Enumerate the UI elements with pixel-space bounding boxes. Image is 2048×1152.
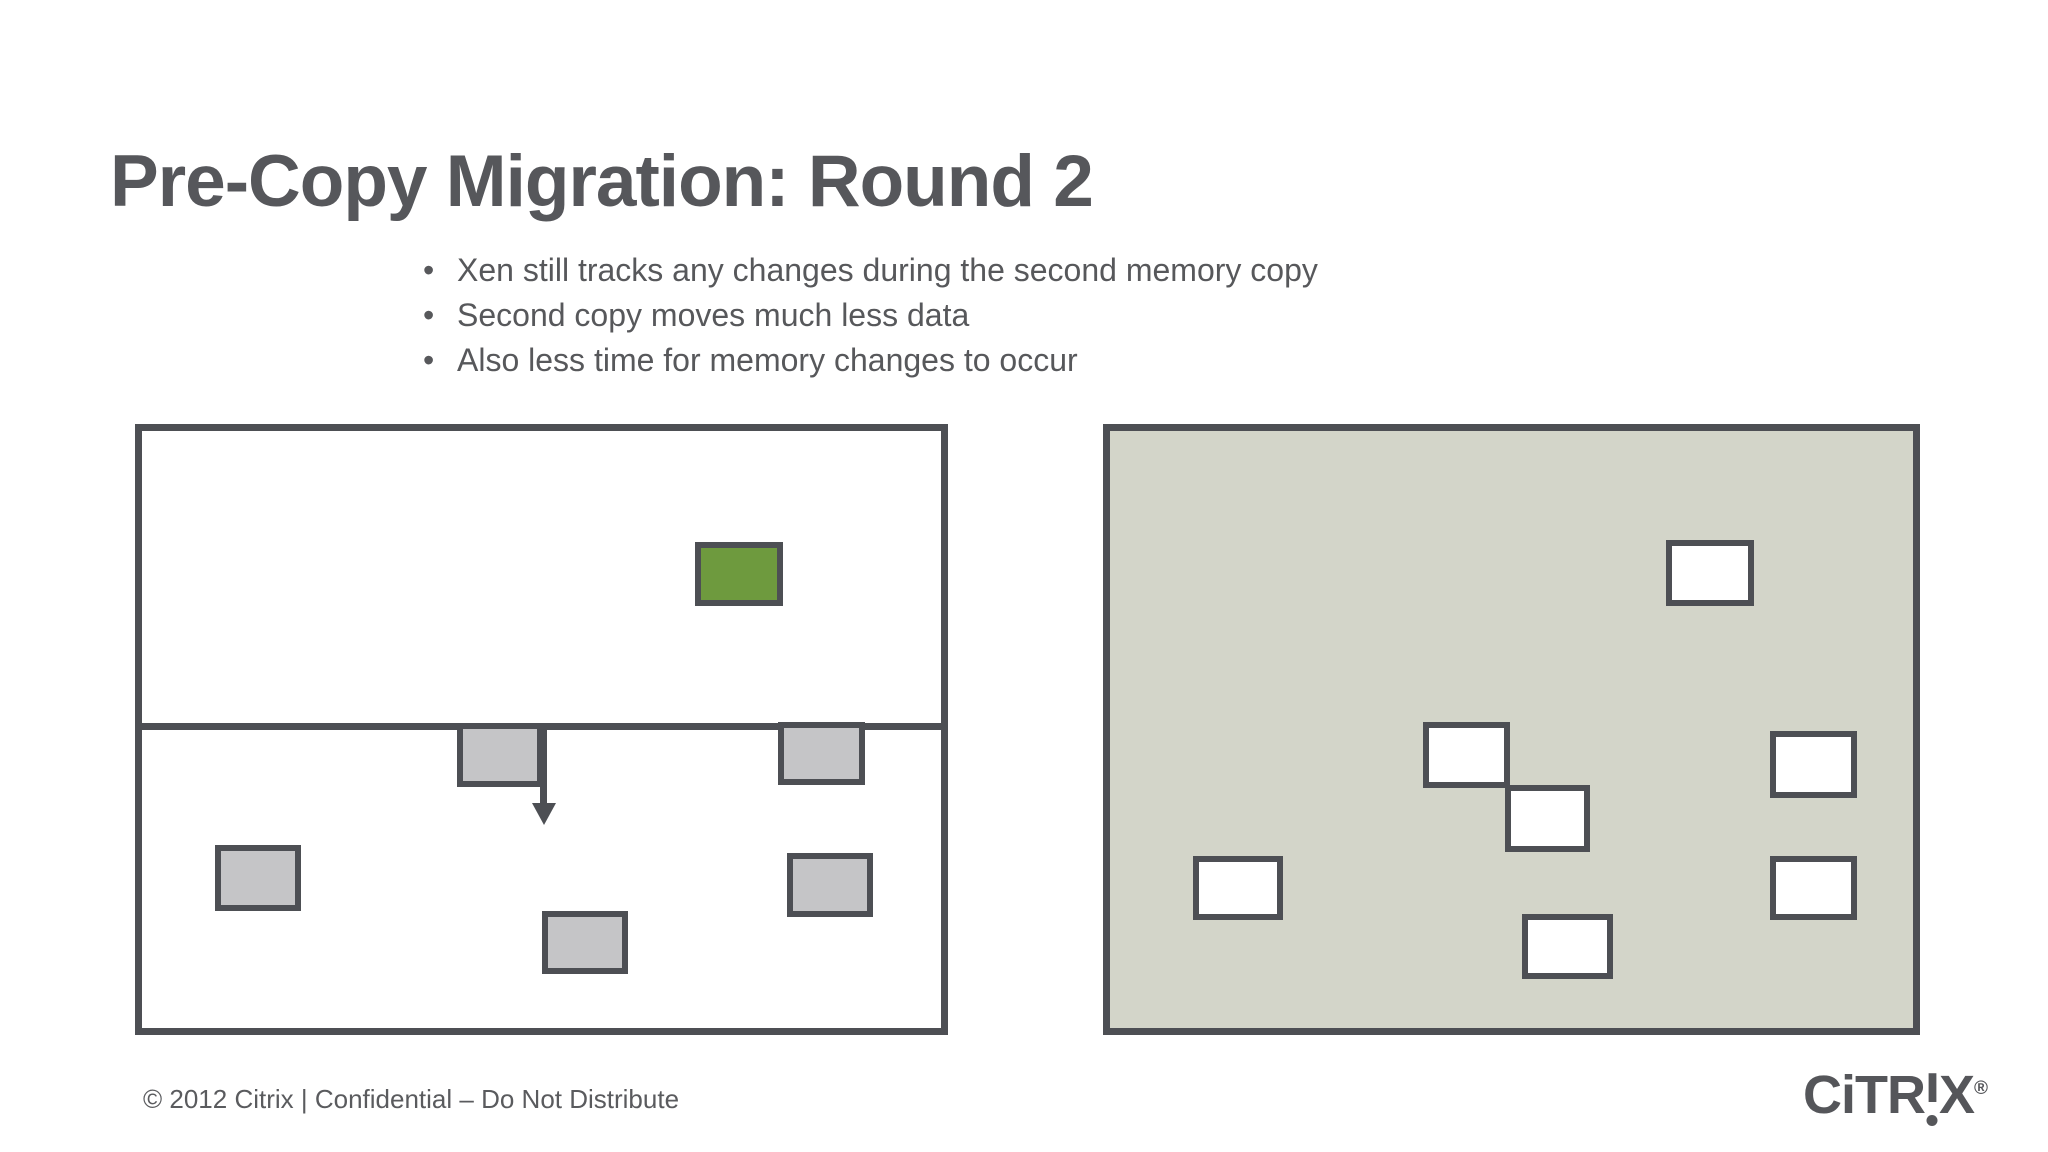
bullet-dot: • — [423, 342, 435, 378]
changed-memory-page-green — [695, 542, 783, 606]
bullet-text: Second copy moves much less data — [457, 297, 970, 333]
copied-page — [1770, 731, 1857, 798]
bullet-item: • Also less time for memory changes to oc… — [423, 338, 1318, 383]
copied-page — [1193, 856, 1283, 920]
copied-page — [1770, 856, 1857, 920]
destination-host-memory-diagram — [1103, 424, 1920, 1035]
slide-title: Pre-Copy Migration: Round 2 — [110, 140, 1094, 222]
bullet-item: • Xen still tracks any changes during the… — [423, 248, 1318, 293]
logo-inverted-i: I — [1924, 1064, 1940, 1126]
footer-copyright: © 2012 Citrix | Confidential – Do Not Di… — [143, 1084, 680, 1114]
logo-inverted-i-dot — [1926, 1115, 1938, 1126]
bullet-dot: • — [423, 297, 435, 333]
dirty-page — [542, 911, 628, 974]
bullet-text: Also less time for memory changes to occ… — [457, 342, 1078, 378]
copied-page — [1423, 722, 1510, 788]
bullet-item: • Second copy moves much less data — [423, 293, 1318, 338]
dirty-page — [215, 845, 301, 911]
bullet-list: • Xen still tracks any changes during the… — [423, 248, 1318, 383]
dirty-page — [787, 853, 873, 917]
dirty-page-at-divider — [778, 722, 865, 785]
copied-page — [1505, 785, 1590, 852]
bullet-text: Xen still tracks any changes during the … — [457, 252, 1318, 288]
copied-page — [1522, 914, 1613, 979]
registered-trademark-icon: ® — [1974, 1078, 1989, 1099]
logo-inverted-i-bar: I — [1924, 1064, 1940, 1112]
copy-arrow-line — [540, 723, 547, 803]
logo-text-x: X — [1939, 1065, 1975, 1125]
source-host-memory-diagram — [135, 424, 948, 1035]
dirty-page-at-divider — [457, 723, 543, 787]
copy-arrow-head-icon — [532, 803, 556, 825]
bullet-dot: • — [423, 252, 435, 288]
logo-text-citr: CiTR — [1803, 1065, 1926, 1125]
copied-page — [1666, 540, 1754, 606]
